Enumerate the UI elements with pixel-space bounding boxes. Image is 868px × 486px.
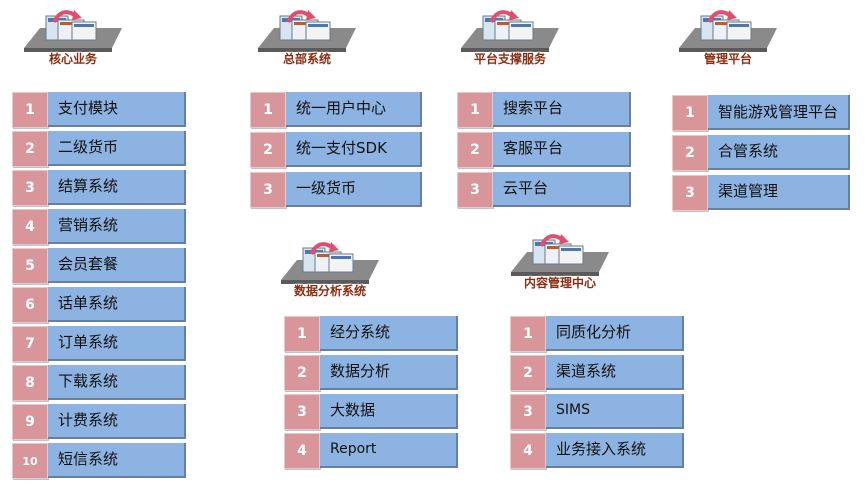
item-number: 8 — [12, 365, 48, 401]
item-label: 大数据 — [320, 394, 458, 429]
server-icon — [281, 242, 379, 284]
group-title: 管理平台 — [703, 52, 752, 66]
item-number: 3 — [12, 170, 48, 206]
group-title: 内容管理中心 — [523, 276, 596, 290]
item-number: 6 — [12, 287, 48, 323]
item-label: 下载系统 — [48, 365, 186, 400]
item-number: 2 — [672, 135, 708, 171]
item-label: 会员套餐 — [48, 248, 186, 283]
group-title: 核心业务 — [48, 52, 97, 66]
item-label: 经分系统 — [320, 316, 458, 351]
item-number: 7 — [12, 326, 48, 362]
item-label: 云平台 — [493, 172, 631, 207]
server-icon — [679, 10, 777, 52]
item-label: 搜索平台 — [493, 92, 631, 127]
item-number: 3 — [672, 175, 708, 211]
item-number: 4 — [12, 209, 48, 245]
item-label: 数据分析 — [320, 355, 458, 390]
header-content-management: 内容管理中心 — [505, 232, 615, 294]
item-label: 计费系统 — [48, 404, 186, 439]
header-data-analysis: 数据分析系统 — [275, 240, 385, 302]
item-label: 渠道管理 — [708, 175, 850, 210]
item-label: 合管系统 — [708, 135, 850, 170]
item-label: 结算系统 — [48, 170, 186, 205]
item-number: 2 — [510, 355, 546, 391]
item-label: 二级货币 — [48, 131, 186, 166]
item-number: 1 — [457, 92, 493, 128]
item-label: 一级货币 — [286, 172, 422, 207]
item-number: 1 — [510, 316, 546, 352]
item-number: 1 — [250, 92, 286, 128]
group-title: 总部系统 — [282, 52, 331, 66]
header-core-business: 核心业务 — [18, 8, 128, 70]
header-management: 管理平台 — [673, 8, 783, 70]
item-label: Report — [320, 433, 458, 468]
item-number: 3 — [284, 394, 320, 430]
item-number: 4 — [510, 433, 546, 469]
item-number: 3 — [457, 172, 493, 208]
item-number: 2 — [12, 131, 48, 167]
item-label: 同质化分析 — [546, 316, 684, 351]
item-number: 1 — [672, 95, 708, 131]
item-label: 营销系统 — [48, 209, 186, 244]
item-label: 支付模块 — [48, 92, 186, 127]
item-number: 5 — [12, 248, 48, 284]
item-number: 2 — [250, 132, 286, 168]
item-label: 客服平台 — [493, 132, 631, 167]
item-number: 1 — [284, 316, 320, 352]
item-label: 短信系统 — [48, 443, 186, 478]
item-label: 业务接入系统 — [546, 433, 684, 468]
item-label: 订单系统 — [48, 326, 186, 361]
header-headquarters: 总部系统 — [252, 8, 362, 70]
item-label: 统一用户中心 — [286, 92, 422, 127]
server-icon — [461, 10, 559, 52]
server-icon — [511, 234, 609, 276]
item-label: 统一支付SDK — [286, 132, 422, 167]
item-number: 4 — [284, 433, 320, 469]
item-number: 3 — [510, 394, 546, 430]
item-label: 话单系统 — [48, 287, 186, 322]
server-icon — [258, 10, 356, 52]
item-label: 智能游戏管理平台 — [708, 95, 850, 130]
item-number: 3 — [250, 172, 286, 208]
item-number: 2 — [457, 132, 493, 168]
server-icon — [24, 10, 122, 52]
group-title: 数据分析系统 — [293, 284, 366, 298]
item-label: SIMS — [546, 394, 684, 429]
item-number: 10 — [12, 443, 48, 479]
group-title: 平台支撑服务 — [473, 52, 546, 66]
item-number: 9 — [12, 404, 48, 440]
item-number: 1 — [12, 92, 48, 128]
item-label: 渠道系统 — [546, 355, 684, 390]
item-number: 2 — [284, 355, 320, 391]
header-platform-support: 平台支撑服务 — [455, 8, 565, 70]
